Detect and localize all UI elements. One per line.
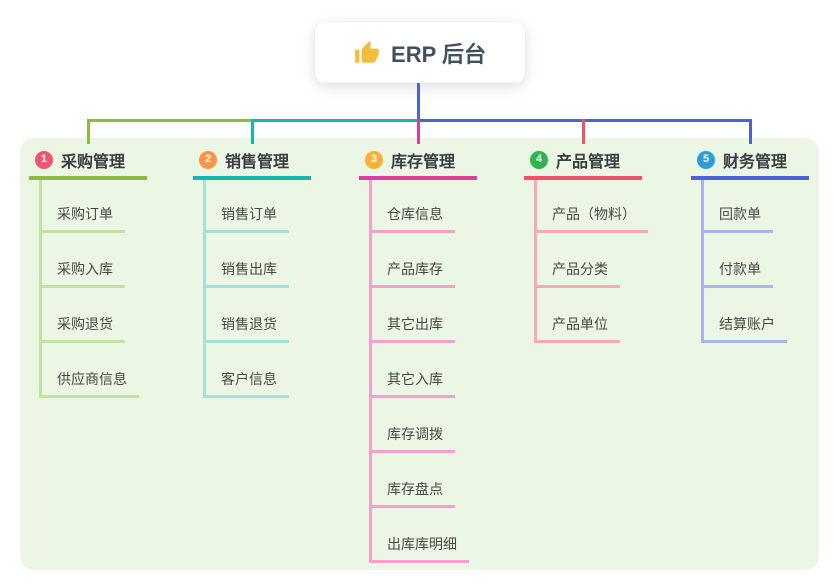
child-node[interactable]: 付款单 (701, 260, 773, 288)
branch-drop-line (87, 119, 90, 144)
child-node[interactable]: 采购入库 (39, 260, 125, 288)
child-node[interactable]: 销售退货 (203, 315, 289, 343)
child-connector-line (203, 180, 206, 398)
child-node[interactable]: 产品分类 (534, 260, 620, 288)
thumbs-up-icon (355, 40, 379, 63)
branch-title: 采购管理 (61, 153, 126, 171)
branch-number-badge: 2 (199, 150, 217, 169)
child-node[interactable]: 产品（物料） (534, 205, 648, 233)
child-node[interactable]: 出库库明细 (369, 535, 469, 563)
child-connector-line (534, 180, 537, 343)
branch-number-badge: 3 (365, 150, 383, 169)
root-node-erp[interactable]: ERP 后台 (315, 22, 525, 83)
branch-node-2[interactable]: 2 销售管理 (193, 149, 311, 180)
child-connector-line (701, 180, 704, 343)
child-node[interactable]: 仓库信息 (369, 205, 455, 233)
child-connector-line (369, 180, 372, 563)
child-node[interactable]: 产品库存 (369, 260, 455, 288)
branch-title: 产品管理 (556, 153, 621, 171)
root-title: ERP 后台 (391, 41, 486, 67)
child-node[interactable]: 回款单 (701, 205, 773, 233)
bus-connector-line (418, 119, 752, 122)
bus-connector-line (252, 119, 418, 122)
child-node[interactable]: 销售订单 (203, 205, 289, 233)
child-node[interactable]: 库存盘点 (369, 480, 455, 508)
branch-node-5[interactable]: 5 财务管理 (691, 149, 809, 180)
root-connector-line (417, 83, 420, 122)
child-node[interactable]: 销售出库 (203, 260, 289, 288)
branch-node-3[interactable]: 3 库存管理 (359, 149, 477, 180)
branch-title: 财务管理 (723, 153, 788, 171)
child-node[interactable]: 其它出库 (369, 315, 455, 343)
branch-number-badge: 1 (35, 150, 53, 169)
branches-panel (20, 138, 819, 570)
child-node[interactable]: 产品单位 (534, 315, 620, 343)
branch-node-4[interactable]: 4 产品管理 (524, 149, 642, 180)
child-node[interactable]: 客户信息 (203, 370, 289, 398)
child-node[interactable]: 采购订单 (39, 205, 125, 233)
branch-drop-line (582, 119, 585, 144)
branch-number-badge: 5 (697, 150, 715, 169)
branch-title: 库存管理 (391, 153, 456, 171)
branch-title: 销售管理 (225, 153, 290, 171)
branch-drop-line (417, 119, 420, 144)
branch-number-badge: 4 (530, 150, 548, 169)
bus-connector-line (87, 119, 252, 122)
child-node[interactable]: 其它入库 (369, 370, 455, 398)
child-node[interactable]: 采购退货 (39, 315, 125, 343)
branch-node-1[interactable]: 1 采购管理 (29, 149, 147, 180)
child-node[interactable]: 库存调拨 (369, 425, 455, 453)
child-connector-line (39, 180, 42, 398)
branch-drop-line (749, 119, 752, 144)
child-node[interactable]: 供应商信息 (39, 370, 139, 398)
branch-drop-line (251, 119, 254, 144)
child-node[interactable]: 结算账户 (701, 315, 787, 343)
